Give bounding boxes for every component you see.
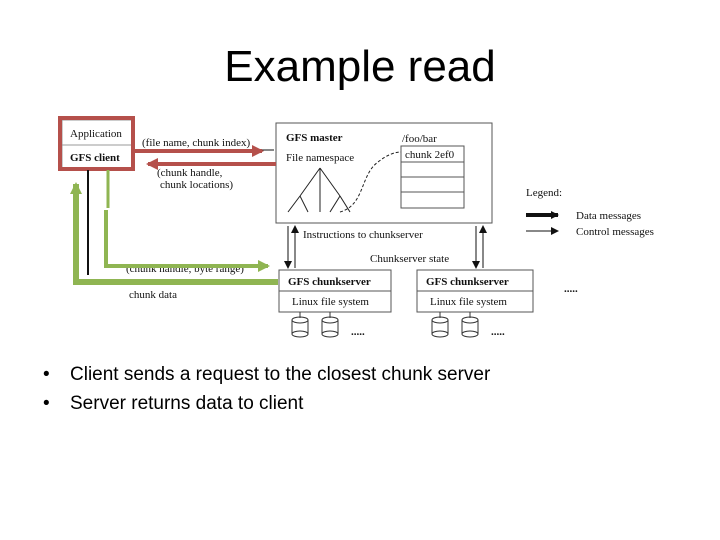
bullet-text: Client sends a request to the closest ch…: [70, 364, 491, 385]
disk-icon: [431, 316, 449, 338]
reply-label-line2: chunk locations): [160, 179, 233, 191]
red-highlight: [58, 116, 276, 171]
chunkserver-ellipsis: .....: [564, 283, 578, 295]
disk-ellipsis-1: .....: [351, 326, 365, 338]
chunkserver-2-fs: Linux file system: [430, 296, 507, 308]
disk-icons: [291, 312, 479, 338]
application-label: Application: [70, 128, 122, 140]
master-box: GFS master File namespace /foo/bar chunk…: [275, 122, 493, 224]
bullet-dot: •: [43, 364, 50, 385]
gfs-client-label: GFS client: [70, 152, 120, 164]
legend: Legend: Data messages Control messages: [526, 187, 654, 238]
disk-icon: [461, 316, 479, 338]
disk-icon: [321, 316, 339, 338]
chunkserver-1-fs: Linux file system: [292, 296, 369, 308]
chunkserver-2-title: GFS chunkserver: [426, 276, 509, 288]
namespace-label: File namespace: [286, 152, 354, 164]
chunk-data-label: chunk data: [129, 289, 177, 301]
legend-control-messages: Control messages: [576, 226, 654, 238]
request-label: (file name, chunk index): [142, 137, 250, 149]
bullet-dot: •: [43, 393, 50, 414]
disk-icon: [291, 316, 309, 338]
chunkserver-state-label: Chunkserver state: [370, 253, 449, 265]
legend-title: Legend:: [526, 187, 562, 199]
chunkserver-2: GFS chunkserver Linux file system: [416, 269, 534, 313]
chunkserver-1: GFS chunkserver Linux file system: [278, 269, 392, 313]
disk-ellipsis-2: .....: [491, 326, 505, 338]
instructions-label: Instructions to chunkserver: [303, 229, 423, 241]
slide-title: Example read: [224, 42, 496, 91]
bullet-item: • Server returns data to client: [40, 389, 490, 418]
control-arrows-master: [284, 225, 487, 269]
path-label: /foo/bar: [402, 133, 437, 145]
master-title: GFS master: [286, 132, 343, 144]
legend-data-messages: Data messages: [576, 210, 641, 222]
bullet-list: • Client sends a request to the closest c…: [40, 360, 490, 418]
green-highlight: [70, 182, 278, 285]
bullet-text: Server returns data to client: [70, 393, 304, 414]
chunkserver-1-title: GFS chunkserver: [288, 276, 371, 288]
bullet-item: • Client sends a request to the closest c…: [40, 360, 490, 389]
chunk-label: chunk 2ef0: [405, 149, 455, 161]
namespace-tree: [287, 167, 351, 213]
reply-label-line1: (chunk handle,: [157, 167, 223, 179]
client-box: Application GFS client: [61, 119, 133, 169]
